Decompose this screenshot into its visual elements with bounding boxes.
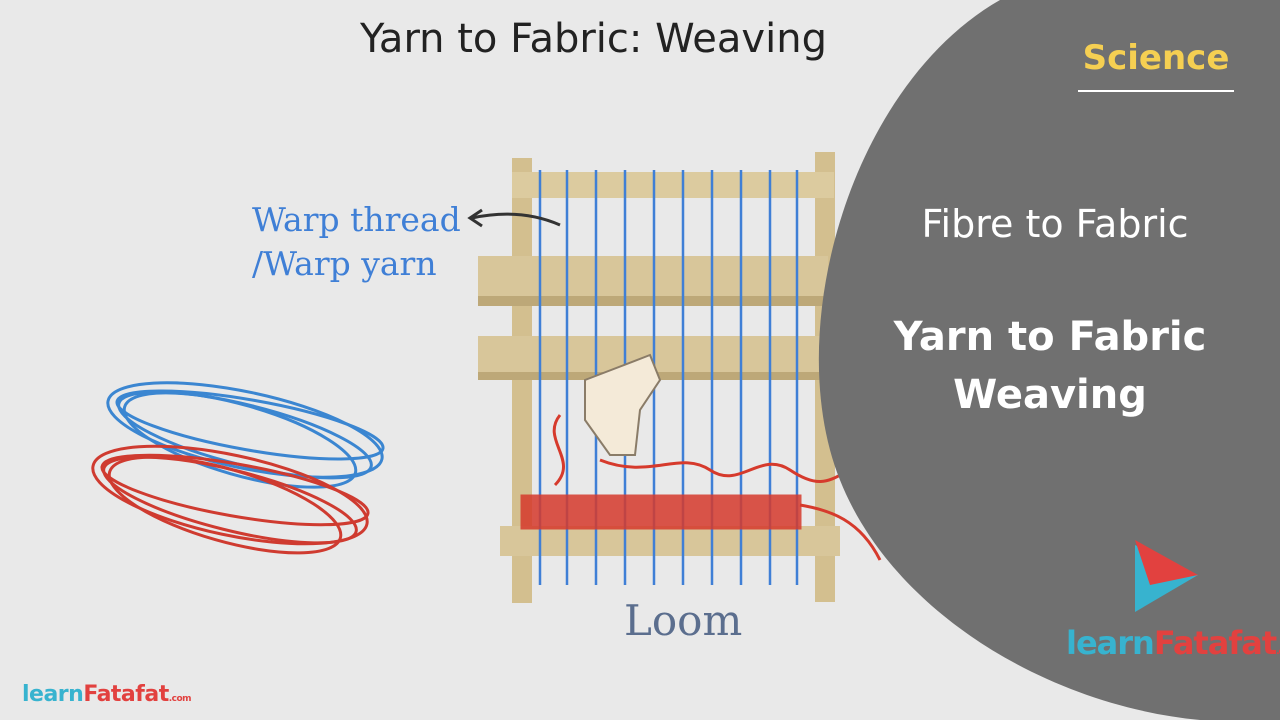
blue-yarn-hank-icon [106, 381, 385, 489]
warp-label-line2: /Warp yarn [252, 244, 437, 283]
hand-icon [584, 353, 662, 456]
topic-line1: Yarn to Fabric [893, 314, 1207, 360]
brand-logo-small: learnFatafat.com [22, 682, 192, 707]
brand-logo-icon [1135, 540, 1198, 612]
brand-part1: learn [22, 682, 84, 707]
right-panel [818, 0, 1280, 720]
chapter-title: Fibre to Fabric [921, 202, 1189, 246]
brand-logo-large: learnFatafat.com [1066, 624, 1280, 662]
topic-title: Yarn to Fabric Weaving [880, 308, 1220, 424]
brand-part1: learn [1066, 624, 1155, 662]
warp-thread-label: Warp thread /Warp yarn [252, 198, 461, 286]
brand-part2: Fatafat [1153, 624, 1277, 662]
page-title: Yarn to Fabric: Weaving [360, 16, 827, 62]
category-label: Science [1078, 38, 1234, 92]
brand-part2: Fatafat [83, 682, 169, 707]
arrow-icon [467, 208, 561, 228]
warp-label-line1: Warp thread [252, 200, 461, 239]
brand-suffix: .com [1276, 647, 1280, 657]
weft-threads [520, 414, 882, 561]
brand-suffix: .com [168, 694, 192, 704]
loom-label: Loom [624, 596, 743, 645]
topic-line2: Weaving [953, 372, 1147, 418]
red-yarn-hank-icon [91, 444, 370, 555]
